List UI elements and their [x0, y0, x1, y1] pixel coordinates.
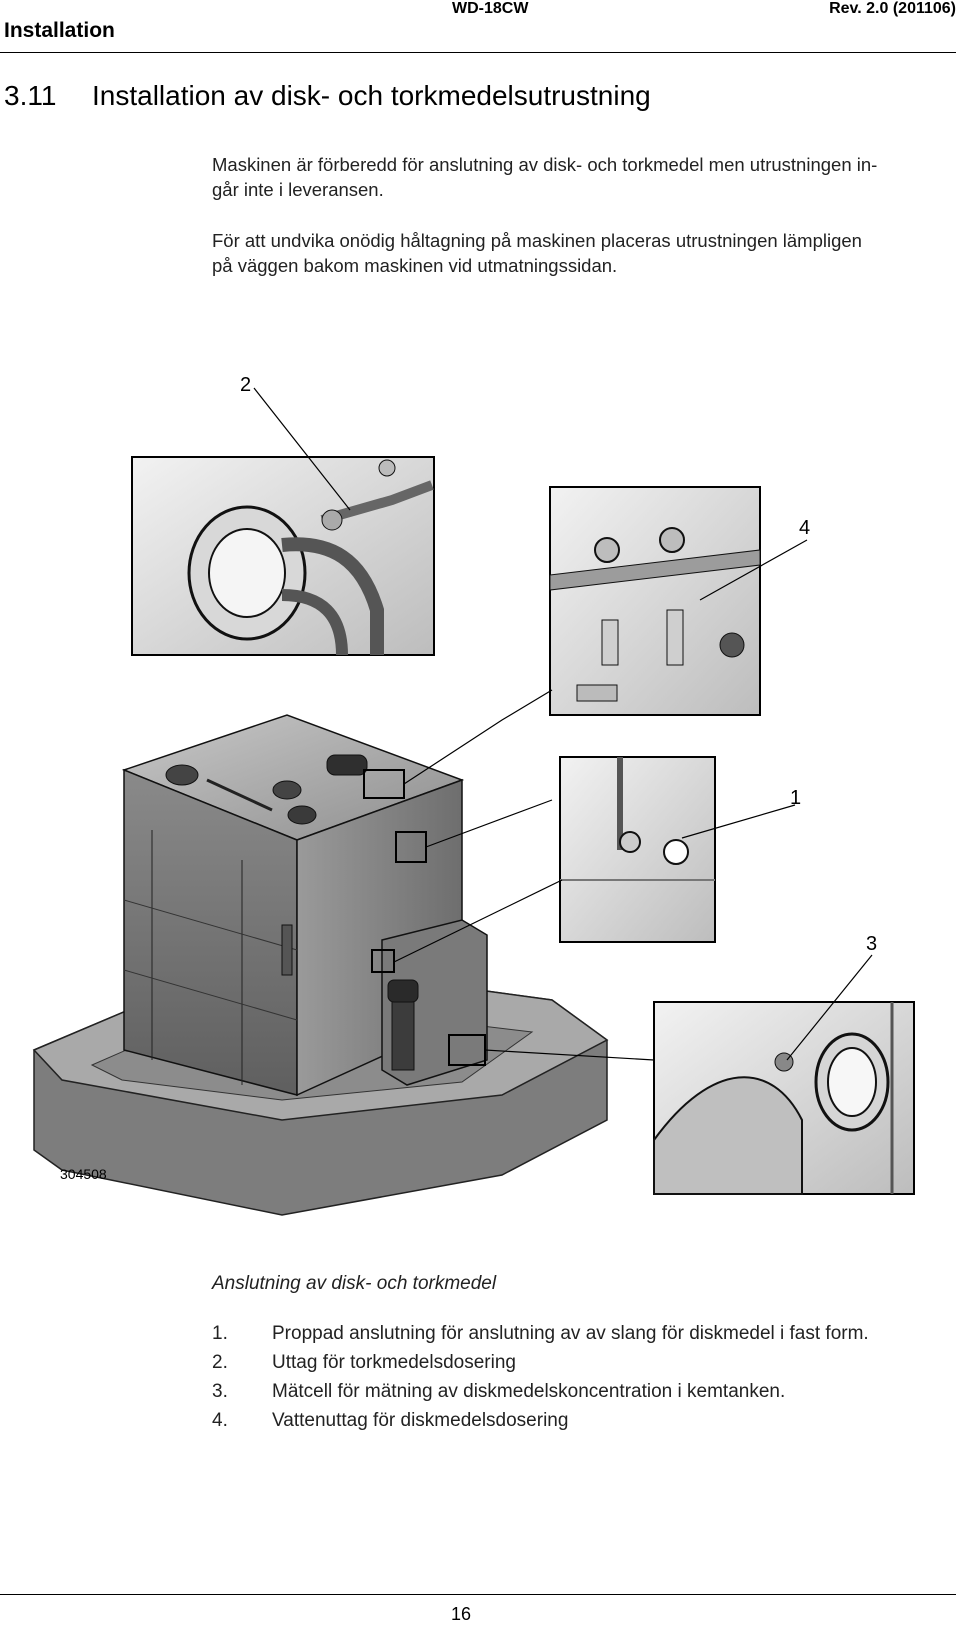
legend-text: Vattenuttag för diskmedelsdosering — [272, 1410, 569, 1431]
placement-line-2: på väggen bakom maskinen vid utmatningss… — [212, 255, 618, 276]
footer-rule — [0, 1594, 956, 1595]
header-section-label: Installation — [4, 19, 115, 42]
intro-line-1: Maskinen är förberedd för anslutning av … — [212, 154, 878, 175]
legend-item: 2. Uttag för torkmedelsdosering — [212, 1352, 956, 1381]
leader-lines — [253, 387, 873, 1061]
installation-figure: 2 4 1 3 304508 — [32, 374, 915, 1216]
detail-view-4 — [549, 486, 761, 716]
page-number: 16 — [451, 1604, 472, 1624]
section-number: 3.11 — [4, 80, 57, 111]
section-title: Installation av disk- och torkmedelsutru… — [92, 80, 651, 111]
legend-item: 4. Vattenuttag för diskmedelsdosering — [212, 1410, 956, 1439]
legend-item: 3. Mätcell för mätning av diskmedelskonc… — [212, 1381, 956, 1410]
legend-number: 3. — [212, 1381, 228, 1402]
callout-4: 4 — [799, 517, 810, 539]
legend-text: Mätcell för mätning av diskmedelskoncent… — [272, 1381, 786, 1402]
callout-3: 3 — [866, 933, 877, 955]
header-revision: Rev. 2.0 (201106) — [829, 0, 956, 17]
legend-list: 1. Proppad anslutning för anslutning av … — [212, 1323, 956, 1439]
legend-text: Proppad anslutning för anslutning av av … — [272, 1323, 869, 1344]
machine-body — [121, 714, 488, 1097]
placement-paragraph: För att undvika onödig håltagning på mas… — [212, 228, 956, 278]
header-rule — [0, 52, 956, 53]
legend-number: 2. — [212, 1352, 228, 1373]
legend-text: Uttag för torkmedelsdosering — [272, 1352, 516, 1373]
intro-paragraph: Maskinen är förberedd för anslutning av … — [212, 152, 956, 202]
header-model: WD-18CW — [452, 0, 529, 17]
intro-line-2: går inte i leveransen. — [212, 179, 384, 200]
legend-number: 4. — [212, 1410, 228, 1431]
placement-line-1: För att undvika onödig håltagning på mas… — [212, 230, 862, 251]
detail-view-2 — [131, 456, 435, 656]
figure-id: 304508 — [60, 1166, 107, 1182]
legend-number: 1. — [212, 1323, 228, 1344]
legend-item: 1. Proppad anslutning för anslutning av … — [212, 1323, 956, 1352]
detail-view-1 — [559, 756, 716, 943]
section-heading: 3.11 Installation av disk- och torkmedels… — [4, 80, 651, 112]
detail-view-3 — [653, 1001, 915, 1195]
callout-2: 2 — [240, 374, 251, 396]
callout-1: 1 — [790, 787, 801, 809]
figure-caption: Anslutning av disk- och torkmedel — [212, 1273, 497, 1294]
